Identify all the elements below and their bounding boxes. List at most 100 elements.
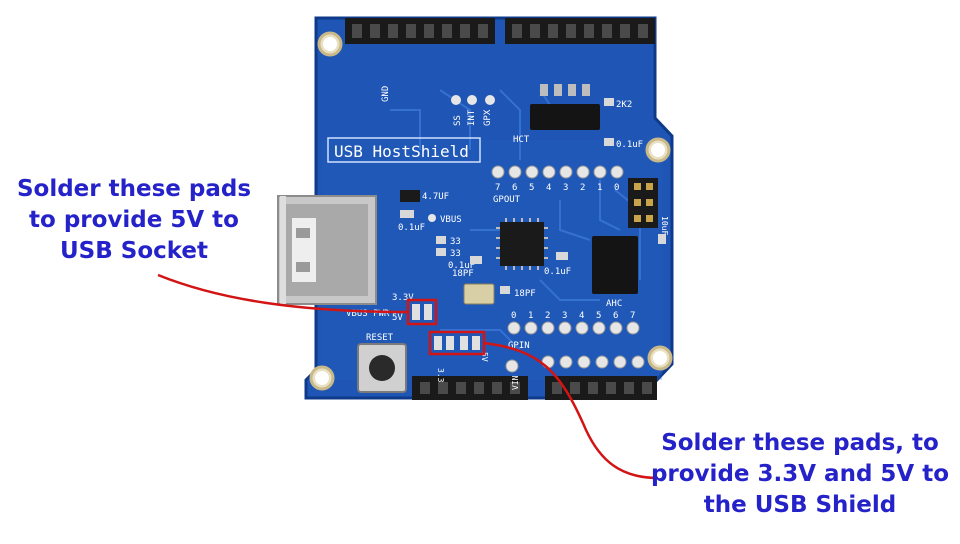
callout-line: Solder these pads [16,176,252,202]
board-title: USB HostShield [334,142,469,161]
icsp-pin [634,199,641,206]
header-pin [588,382,598,394]
header-pin [584,24,594,38]
header-pin [620,24,630,38]
header-pin [638,24,648,38]
vin-label: VIN [511,375,520,390]
pin-pad [576,165,590,179]
gpin-pin-number: 4 [579,311,584,321]
test-pads [451,95,495,105]
header-pin [566,24,576,38]
icsp-pin [634,215,641,222]
cap-10uf [658,234,666,244]
ahc-label: AHC [606,299,622,309]
resistor-2k2 [604,98,614,106]
header-pin [420,382,430,394]
header-pin [406,24,416,38]
gpout-pin-numbers: 7 6 5 4 3 2 1 0 [495,183,619,193]
gpout-pin-number: 7 [495,183,500,193]
reset-label: RESET [366,333,394,343]
pin-pad [609,321,623,335]
r33b-label: 33 [450,249,461,259]
header-pin [510,382,520,394]
header-bottom-right [545,376,657,400]
header-pin [474,382,484,394]
header-pin [478,24,488,38]
header-pin [548,24,558,38]
solder-pad [446,336,454,350]
reset-button [369,355,395,381]
pin-pad [593,165,607,179]
cap-top-label: 0.1uF [616,140,643,150]
usb-socket-edge [280,196,286,304]
mounting-hole-inner [315,371,329,385]
header-pin [460,24,470,38]
vbus-pad [428,214,436,222]
r2k2-label: 2K2 [616,100,632,110]
header-pin [352,24,362,38]
gpin-pin-number: 0 [511,311,516,321]
header-pin [552,382,562,394]
pin-pad [558,321,572,335]
v5-label: 5V [392,313,403,323]
cap-left-label: 0.1uF [398,223,425,233]
header-pin [424,24,434,38]
callout-vbus: Solder these pads to provide 5V to USB S… [2,174,266,267]
solder-pad [472,336,480,350]
test-pad [485,95,495,105]
gpin-pin-number: 7 [630,311,635,321]
callout-line: Solder these pads, to [661,430,939,456]
trace [439,89,471,150]
cap-right-label: 0.1uF [544,267,571,277]
icsp-pin [646,183,653,190]
pin-pad [541,355,555,369]
gpout-pin-number: 3 [563,183,568,193]
header-pin [570,382,580,394]
int-label: INT [467,109,477,126]
header-pin [442,24,452,38]
pin-pad [524,321,538,335]
gpin-pin-number: 2 [545,311,550,321]
smd-part [568,84,576,96]
header-pin [492,382,502,394]
header-pin [388,24,398,38]
usb-socket-opening [292,218,316,282]
usb-socket-latch [296,262,310,272]
header-pin [624,382,634,394]
icsp-pin [646,215,653,222]
header-body [345,18,495,44]
vbus-solder-pads [412,304,432,320]
gpin-pin-number: 6 [613,311,618,321]
ss-label: SS [453,115,463,126]
vbus-pwr-label: VBUS PWR [346,309,390,319]
pin-pad [575,321,589,335]
icsp-pin [634,183,641,190]
header-pin [438,382,448,394]
icsp-pins [634,183,653,222]
pin-pad [559,355,573,369]
header-body [505,18,655,44]
trace [539,279,600,301]
ic-leads [496,218,548,270]
leader-line-right [483,341,659,480]
leader-line-left [157,273,409,314]
pin-pad [592,321,606,335]
power-solder-pads [434,336,480,350]
gpin-pin-number: 3 [562,311,567,321]
smd-part [554,84,562,96]
pin-pad [595,355,609,369]
gpout-pin-number: 4 [546,183,551,193]
gpin-pin-numbers: 0 1 2 3 4 5 6 7 [511,311,635,321]
gpin-pads [507,321,640,335]
cap-10uf-label: 10uF [660,216,669,235]
header-pin [602,24,612,38]
gpin-pin-number: 1 [528,311,533,321]
trace [390,109,421,150]
cap-18pf-b-label: 18PF [514,289,536,299]
cap-18pf-a [470,256,482,264]
ahc-ic [592,236,638,294]
pin-pad [542,165,556,179]
header-top-right [505,18,655,44]
header-body [412,376,528,400]
